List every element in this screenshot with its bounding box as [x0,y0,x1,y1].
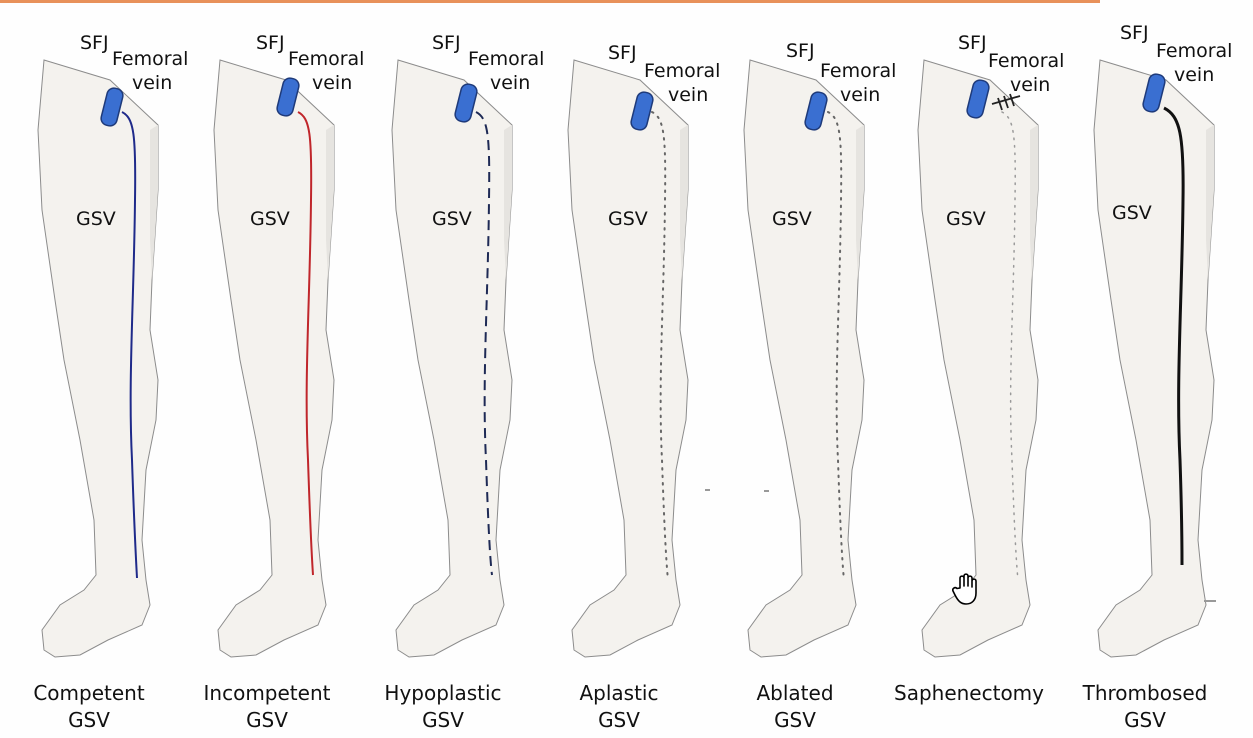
caption-line1: Competent [0,680,178,707]
leg-outline [568,60,688,657]
femoral-vein-label-line2: vein [1010,74,1050,96]
leg-outline [918,60,1038,657]
panel-incompetent: SFJ Femoral vein GSV Incompetent GSV [176,0,354,738]
sfj-label: SFJ [256,34,285,53]
leg-drawing [706,0,884,738]
sfj-label: SFJ [786,42,815,61]
sfj-label: SFJ [1120,24,1149,43]
panel-competent: SFJ Femoral vein GSV Competent GSV [0,0,178,738]
caption-line1: Hypoplastic [354,680,532,707]
leg-drawing [530,0,708,738]
femoral-vein-label-line2: vein [312,72,352,94]
scan-speck [764,490,769,492]
femoral-vein-label-line2: vein [840,84,880,106]
leg-outline [214,60,334,657]
gsv-label: GSV [250,210,290,229]
caption-line1: Aplastic [530,680,708,707]
femoral-vein-label-line1: Femoral [1156,40,1232,62]
gsv-label: GSV [772,210,812,229]
gsv-label: GSV [608,210,648,229]
leg-drawing [354,0,532,738]
caption: Aplastic GSV [530,680,708,734]
gsv-label: GSV [1112,204,1152,223]
gsv-label: GSV [432,210,472,229]
sfj-label: SFJ [80,34,109,53]
caption: Incompetent GSV [178,680,356,734]
caption-line2: GSV [706,707,884,734]
leg-outline [1094,60,1214,657]
gsv-label: GSV [946,210,986,229]
leg-drawing [880,0,1058,738]
caption-line2: GSV [530,707,708,734]
leg-outline [38,60,158,657]
panel-aplastic: SFJ Femoral vein GSV Aplastic GSV [530,0,708,738]
caption: Hypoplastic GSV [354,680,532,734]
caption-line1: Thrombosed [1056,680,1234,707]
caption: Competent GSV [0,680,178,734]
femoral-vein-label-line1: Femoral [988,50,1064,72]
leg-outline [392,60,512,657]
femoral-vein-label-line2: vein [132,72,172,94]
leg-drawing [1056,0,1234,738]
caption-line1: Ablated [706,680,884,707]
panel-thrombosed: SFJ Femoral vein GSV Thrombosed GSV [1056,0,1234,738]
leg-drawing [0,0,178,738]
femoral-vein-label-line2: vein [490,72,530,94]
caption: Saphenectomy [880,680,1058,707]
sfj-label: SFJ [432,34,461,53]
leg-drawing [176,0,354,738]
sfj-label: SFJ [958,34,987,53]
hand-pointer-icon [952,572,982,606]
caption-line2: GSV [1056,707,1234,734]
caption-line1: Saphenectomy [880,680,1058,707]
femoral-vein-label-line1: Femoral [288,48,364,70]
leg-outline [744,60,864,657]
gsv-label: GSV [76,210,116,229]
sfj-label: SFJ [608,44,637,63]
caption-line2: GSV [178,707,356,734]
femoral-vein-label-line2: vein [1174,64,1214,86]
caption: Ablated GSV [706,680,884,734]
panel-saphenectomy: SFJ Femoral vein GSV Saphenectomy [880,0,1058,738]
panel-hypoplastic: SFJ Femoral vein GSV Hypoplastic GSV [354,0,532,738]
scan-speck [705,489,710,491]
scan-speck [1204,600,1216,602]
caption-line2: GSV [354,707,532,734]
caption-line1: Incompetent [178,680,356,707]
caption-line2: GSV [0,707,178,734]
caption: Thrombosed GSV [1056,680,1234,734]
panel-ablated: SFJ Femoral vein GSV Ablated GSV [706,0,884,738]
femoral-vein-label-line2: vein [668,84,708,106]
